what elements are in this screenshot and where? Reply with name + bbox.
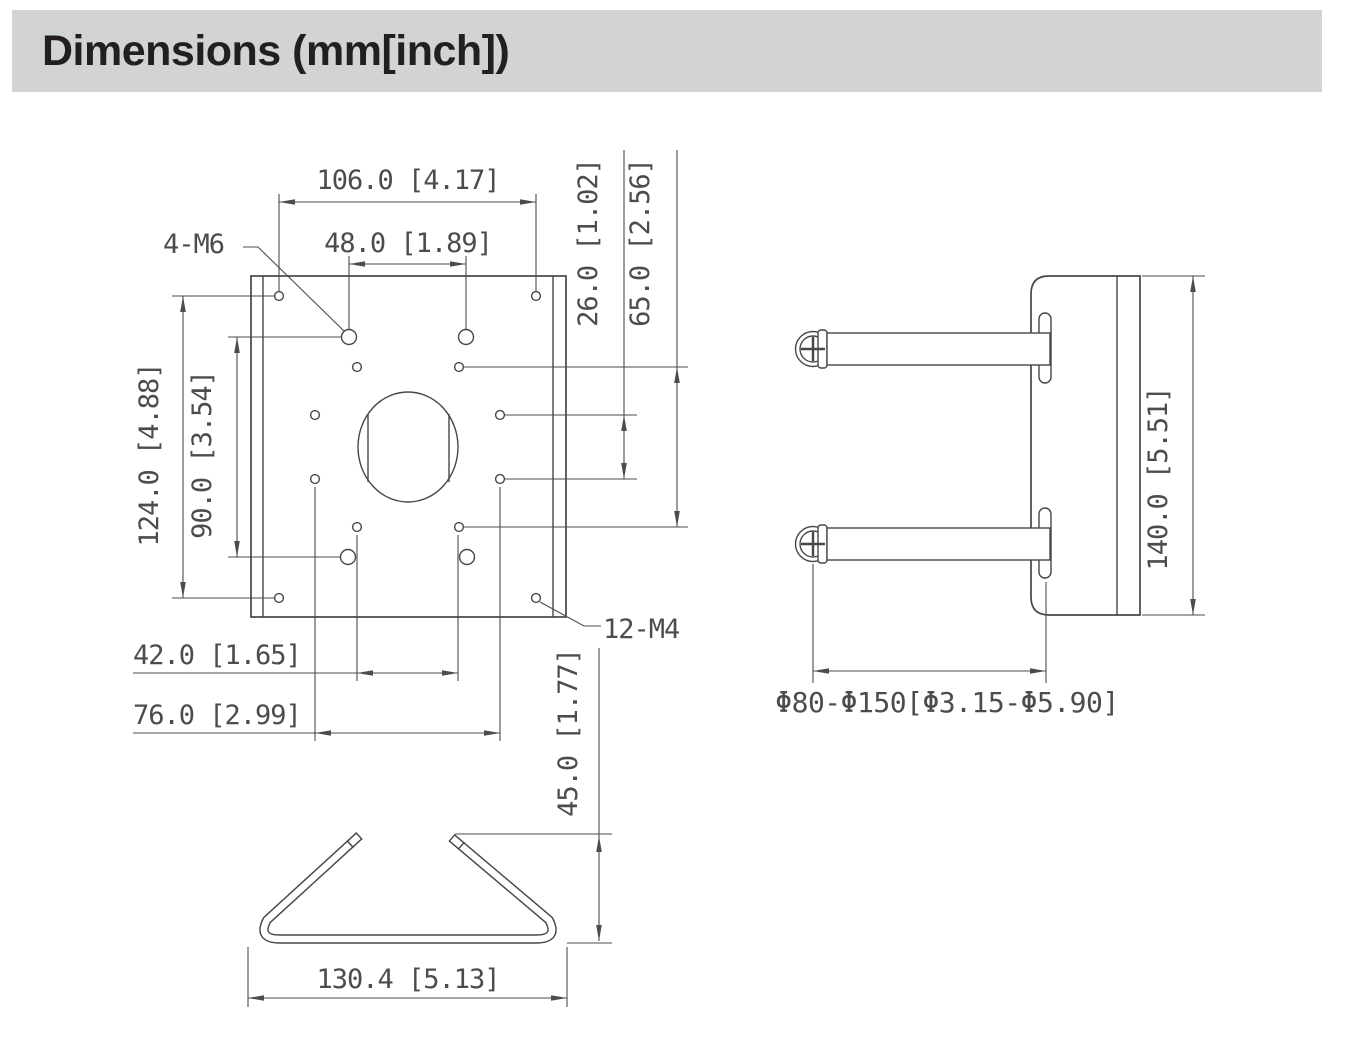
dim-label-130: 130.4 [5.13] — [316, 964, 499, 995]
m4-hole — [309, 473, 321, 485]
upper-bolt-shaft — [826, 332, 1051, 366]
m4-hole — [309, 409, 321, 421]
m4-hole — [530, 290, 542, 302]
m4-hole — [351, 361, 363, 373]
section-header-bar: Dimensions (mm[inch]) — [12, 10, 1322, 92]
dim-label-26: 26.0 [1.02] — [573, 159, 604, 327]
m6-hole — [458, 548, 476, 566]
strap-view: 45.0 [1.77] 130.4 [5.13] — [247, 648, 612, 1007]
callout-label-4-m6: 4-M6 — [163, 229, 224, 260]
m4-hole — [453, 521, 465, 533]
strap-right-tip-mark — [457, 841, 465, 850]
center-opening — [357, 391, 459, 503]
side-plate-outline — [1030, 275, 1141, 616]
m4-hole — [273, 290, 285, 302]
m4-hole — [530, 592, 542, 604]
m4-hole — [494, 473, 506, 485]
page-title: Dimensions (mm[inch]) — [42, 27, 510, 75]
callout-label-12-m4: 12-M4 — [603, 614, 679, 645]
dim-label-140: 140.0 [5.51] — [1143, 387, 1174, 570]
front-view: 106.0 [4.17] 48.0 [1.89] 26.0 [1.02] 65.… — [133, 150, 688, 741]
strap-right-tip-cap — [448, 833, 456, 843]
m4-hole — [453, 361, 465, 373]
m6-hole — [457, 328, 475, 346]
dim-label-90: 90.0 [3.54] — [187, 371, 218, 539]
dim-label-pole-diameter: Φ80-Φ150[Φ3.15-Φ5.90] — [775, 686, 1119, 719]
dim-label-48: 48.0 [1.89] — [324, 228, 492, 259]
dim-label-76: 76.0 [2.99] — [133, 700, 301, 731]
m6-hole — [340, 328, 358, 346]
strap-profile-inner — [260, 833, 556, 943]
lower-bolt-shaft — [826, 527, 1051, 561]
strap-left-tip-mark — [346, 840, 354, 849]
m6-hole — [339, 548, 357, 566]
strap-left-tip-cap — [355, 832, 363, 840]
dim-label-65: 65.0 [2.56] — [625, 159, 656, 327]
dim-label-124: 124.0 [4.88] — [134, 363, 165, 546]
callout-leader — [243, 246, 345, 332]
m4-hole — [351, 521, 363, 533]
dim-label-42: 42.0 [1.65] — [133, 640, 301, 671]
front-plate-outline — [250, 275, 567, 618]
dim-label-106: 106.0 [4.17] — [316, 165, 499, 196]
dim-label-45: 45.0 [1.77] — [553, 649, 584, 817]
callout-leader — [539, 601, 601, 627]
m4-hole — [273, 592, 285, 604]
m4-hole — [494, 409, 506, 421]
side-view: 140.0 [5.51] Φ80-Φ150[Φ3.15-Φ5.90] — [775, 275, 1205, 719]
